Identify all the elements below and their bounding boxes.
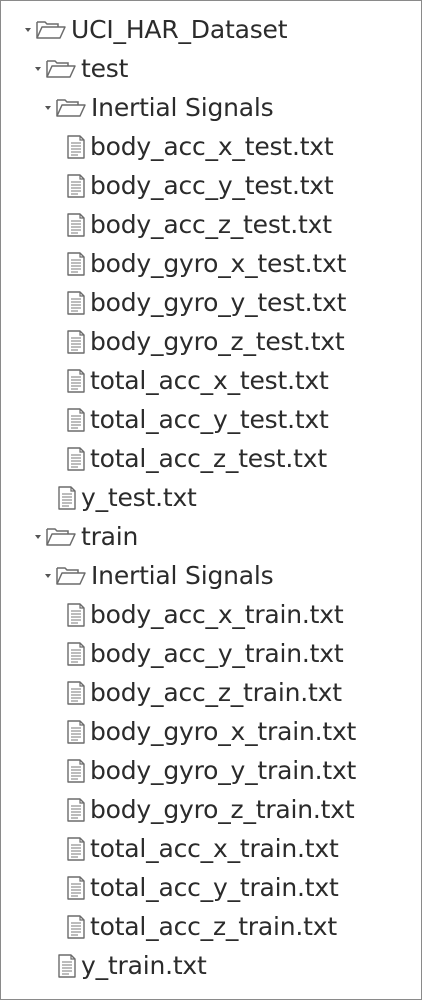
expand-toggle-icon[interactable] [43,571,53,581]
text-file-icon [65,914,87,940]
file-label: y_train.txt [81,951,207,980]
folder-label: UCI_HAR_Dataset [71,15,288,44]
tree-file-item[interactable]: body_gyro_x_test.txt [65,244,346,283]
file-label: y_test.txt [81,483,197,512]
file-label: body_acc_z_test.txt [90,210,332,239]
tree-file-item[interactable]: body_acc_x_test.txt [65,127,334,166]
text-file-icon [65,212,87,238]
tree-folder-inertial-signals[interactable]: Inertial Signals [43,88,274,127]
tree-file-item[interactable]: total_acc_y_train.txt [65,868,339,907]
file-label: total_acc_z_train.txt [90,912,337,941]
folder-label: Inertial Signals [91,561,274,590]
folder-label: test [81,54,129,83]
tree-file-item[interactable]: body_acc_x_train.txt [65,595,344,634]
expand-toggle-icon[interactable] [33,532,43,542]
text-file-icon [56,953,78,979]
tree-file-item[interactable]: body_gyro_y_test.txt [65,283,346,322]
tree-file-item[interactable]: body_gyro_z_test.txt [65,322,345,361]
text-file-icon [65,407,87,433]
text-file-icon [65,329,87,355]
file-label: body_gyro_y_test.txt [90,288,347,317]
expand-toggle-icon[interactable] [23,25,33,35]
tree-file-item[interactable]: body_gyro_x_train.txt [65,712,356,751]
text-file-icon [65,797,87,823]
tree-file-item[interactable]: body_gyro_y_train.txt [65,751,356,790]
text-file-icon [65,719,87,745]
file-label: body_acc_z_train.txt [90,678,342,707]
file-label: body_acc_y_test.txt [90,171,334,200]
tree-file-item[interactable]: y_train.txt [56,946,207,985]
file-label: body_gyro_z_train.txt [90,795,355,824]
text-file-icon [56,485,78,511]
file-label: total_acc_x_train.txt [90,834,339,863]
tree-file-item[interactable]: body_gyro_z_train.txt [65,790,355,829]
folder-open-icon [45,525,77,549]
folder-label: Inertial Signals [91,93,274,122]
text-file-icon [65,134,87,160]
file-label: total_acc_y_train.txt [90,873,339,902]
text-file-icon [65,251,87,277]
tree-file-item[interactable]: total_acc_z_test.txt [65,439,327,478]
text-file-icon [65,290,87,316]
file-label: body_gyro_y_train.txt [90,756,357,785]
tree-folder-test[interactable]: test [33,49,128,88]
file-label: body_gyro_x_train.txt [90,717,357,746]
text-file-icon [65,641,87,667]
tree-file-item[interactable]: total_acc_x_test.txt [65,361,329,400]
tree-file-item[interactable]: y_test.txt [56,478,197,517]
file-label: body_acc_y_train.txt [90,639,344,668]
folder-open-icon [45,57,77,81]
text-file-icon [65,446,87,472]
folder-open-icon [55,564,87,588]
tree-file-item[interactable]: body_acc_y_train.txt [65,634,344,673]
expand-toggle-icon[interactable] [43,103,53,113]
tree-file-item[interactable]: total_acc_y_test.txt [65,400,329,439]
file-label: body_gyro_x_test.txt [90,249,347,278]
text-file-icon [65,368,87,394]
folder-open-icon [55,96,87,120]
file-label: total_acc_x_test.txt [90,366,329,395]
file-label: total_acc_z_test.txt [90,444,327,473]
tree-file-item[interactable]: body_acc_y_test.txt [65,166,334,205]
text-file-icon [65,836,87,862]
text-file-icon [65,875,87,901]
expand-toggle-icon[interactable] [33,64,43,74]
file-label: body_acc_x_test.txt [90,132,334,161]
text-file-icon [65,173,87,199]
tree-file-item[interactable]: body_acc_z_train.txt [65,673,342,712]
folder-label: train [81,522,139,551]
tree-file-item[interactable]: total_acc_x_train.txt [65,829,339,868]
text-file-icon [65,758,87,784]
tree-file-item[interactable]: body_acc_z_test.txt [65,205,332,244]
tree-folder-root[interactable]: UCI_HAR_Dataset [23,10,288,49]
tree-file-item[interactable]: total_acc_z_train.txt [65,907,337,946]
file-label: body_acc_x_train.txt [90,600,344,629]
tree-folder-train[interactable]: train [33,517,138,556]
tree-folder-inertial-signals[interactable]: Inertial Signals [43,556,274,595]
folder-open-icon [35,18,67,42]
file-label: body_gyro_z_test.txt [90,327,345,356]
file-label: total_acc_y_test.txt [90,405,329,434]
text-file-icon [65,680,87,706]
text-file-icon [65,602,87,628]
